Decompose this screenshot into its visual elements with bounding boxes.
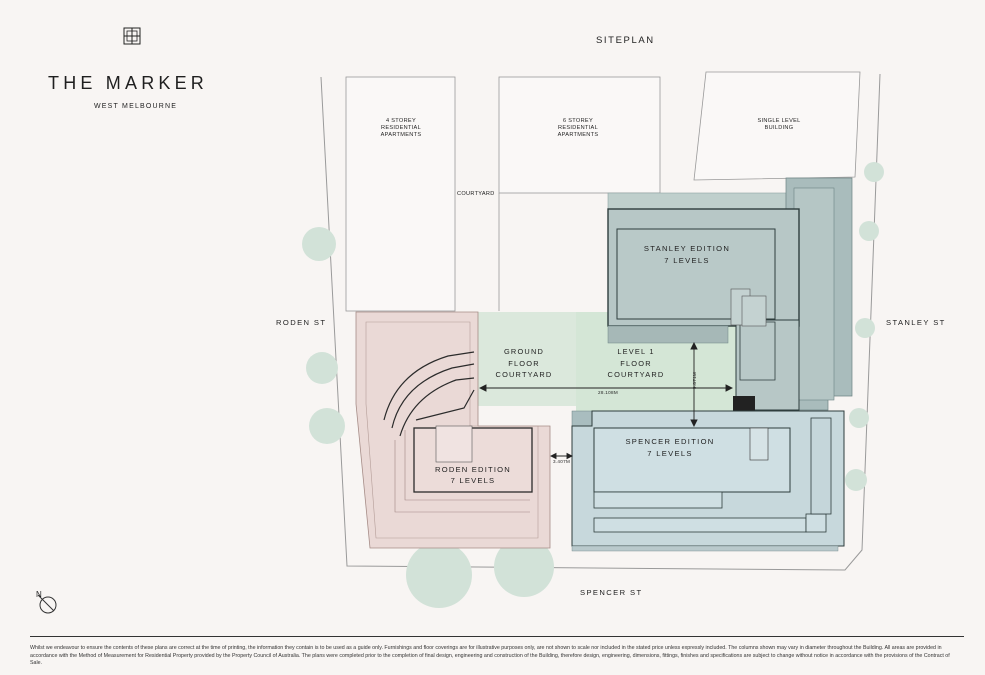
neighbour-mid-label-3: APARTMENTS (557, 132, 599, 138)
level1-courtyard-label-1: LEVEL 1 (617, 347, 655, 356)
site-boundary (320, 73, 881, 571)
spencer-edition-levels: 7 LEVELS (647, 449, 693, 458)
neighbour-left-label-1: 4 STOREY (386, 118, 416, 124)
dimension-horizontal: 28.108M (598, 390, 618, 395)
stanley-edition-footprint (607, 177, 853, 418)
level1-courtyard-label-3: COURTYARD (607, 370, 665, 379)
dimension-gap: 3.407M (553, 459, 571, 464)
roden-edition-name: RODEN EDITION (435, 465, 511, 474)
neighbour-left-label-2: RESIDENTIAL (381, 125, 421, 131)
street-label-spencer: SPENCER ST (580, 588, 643, 597)
trees (302, 162, 884, 608)
ground-courtyard-label-1: GROUND (503, 347, 545, 356)
neighbour-right-label-2: BUILDING (764, 125, 794, 131)
stanley-edition-name: STANLEY EDITION (643, 244, 731, 253)
neighbour-6-storey (498, 76, 661, 194)
disclaimer-text: Whilst we endeavour to ensure the conten… (30, 645, 950, 667)
brand-title: THE MARKER (48, 73, 209, 93)
page-title: SITEPLAN (596, 35, 655, 46)
courtyard-label: COURTYARD (457, 191, 495, 197)
brand-subtitle: WEST MELBOURNE (94, 103, 178, 110)
spencer-edition-footprint (571, 410, 845, 552)
dimension-vertical: 9.871M (692, 371, 698, 390)
neighbour-mid-label-2: RESIDENTIAL (558, 125, 598, 131)
neighbour-4-storey (345, 76, 456, 312)
compass-icon (37, 594, 57, 614)
spencer-edition-name: SPENCER EDITION (625, 437, 715, 446)
neighbour-mid-label-1: 6 STOREY (563, 118, 593, 124)
ground-courtyard-label-3: COURTYARD (495, 370, 553, 379)
dimension-lines (478, 341, 734, 460)
ground-floor-courtyard (478, 312, 578, 406)
neighbour-right-label-1: SINGLE LEVEL (757, 118, 801, 124)
roden-edition-levels: 7 LEVELS (450, 476, 496, 485)
compass-north-label: N (36, 590, 42, 599)
neighbour-single-level (693, 71, 861, 181)
stanley-edition-levels: 7 LEVELS (664, 256, 710, 265)
roden-edition-footprint (355, 311, 551, 549)
street-label-roden: RODEN ST (276, 318, 327, 327)
ground-courtyard-label-2: FLOOR (508, 358, 540, 368)
level1-courtyard-label-2: FLOOR (620, 358, 652, 368)
neighbour-left-label-3: APARTMENTS (380, 132, 422, 138)
footer-divider (30, 636, 964, 637)
street-label-stanley: STANLEY ST (886, 318, 946, 327)
building-logo-icon (123, 27, 141, 45)
